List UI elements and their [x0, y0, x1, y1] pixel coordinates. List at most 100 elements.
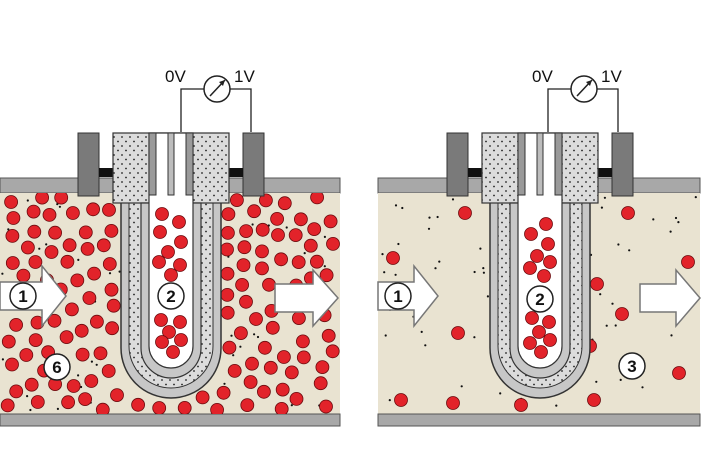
particle-inside	[543, 333, 557, 347]
particle	[323, 214, 338, 229]
dot	[303, 252, 306, 255]
dot	[38, 247, 41, 250]
particle	[307, 222, 322, 237]
dot	[383, 271, 386, 274]
particle	[78, 225, 93, 240]
callout-6: 6	[43, 353, 71, 381]
particle	[222, 340, 237, 355]
particle-inside	[166, 345, 180, 359]
particle	[48, 225, 62, 240]
particle-inside	[524, 227, 538, 241]
particle	[35, 193, 49, 205]
particle	[229, 193, 244, 208]
particle	[309, 254, 324, 269]
electrode-center	[167, 132, 175, 196]
particle	[195, 390, 210, 405]
particle	[0, 398, 15, 413]
particle	[275, 382, 290, 397]
particle	[386, 251, 400, 265]
callout-3: 3	[618, 352, 646, 380]
dot	[29, 408, 32, 412]
callout-2-text: 2	[535, 290, 544, 309]
callout-2: 2	[526, 285, 554, 313]
particle	[258, 193, 273, 208]
right-panel: 0V 1V 1 2 3	[377, 67, 701, 427]
particle	[265, 320, 280, 335]
dot	[384, 334, 387, 337]
dot	[617, 243, 620, 246]
dot	[434, 267, 437, 270]
particle	[590, 277, 604, 291]
voltage-label-low: 0V	[532, 67, 553, 86]
particle	[681, 255, 695, 269]
particle	[239, 224, 254, 239]
particle	[236, 258, 251, 273]
dot	[45, 243, 48, 246]
voltage-label-high: 1V	[601, 67, 622, 86]
particle	[86, 202, 100, 217]
channel-wall-bottom	[377, 413, 701, 427]
outflow-arrow	[274, 268, 340, 328]
dot	[58, 205, 62, 208]
dot	[394, 273, 397, 276]
particle	[243, 375, 258, 389]
particle	[5, 256, 20, 270]
particle	[152, 401, 167, 414]
electrode-left	[148, 132, 157, 196]
dot	[253, 333, 256, 336]
dot	[482, 267, 485, 270]
particle	[96, 238, 111, 253]
dot	[628, 249, 631, 252]
particle	[276, 350, 291, 364]
particle	[277, 196, 292, 211]
particle	[93, 346, 108, 361]
particles-inside	[152, 207, 188, 359]
particle	[514, 398, 528, 412]
dot	[285, 226, 288, 229]
dot	[479, 247, 482, 250]
particle	[458, 206, 472, 220]
particle	[220, 242, 234, 257]
particle	[263, 360, 278, 375]
dot	[256, 335, 260, 339]
particle-inside	[173, 258, 187, 272]
particle	[255, 222, 270, 237]
dot	[641, 386, 644, 389]
dot	[694, 196, 697, 199]
dot	[605, 324, 608, 327]
particle	[451, 326, 465, 340]
particle	[291, 255, 306, 270]
dot	[451, 198, 455, 201]
particle	[319, 399, 333, 414]
particle	[9, 317, 24, 332]
particle	[60, 254, 75, 269]
particle	[274, 402, 289, 414]
particle	[75, 347, 90, 362]
electrode-left	[517, 132, 526, 196]
particle-inside	[162, 325, 176, 339]
meter-needle-head	[586, 80, 592, 86]
electrode-right	[554, 132, 563, 196]
particle-inside	[152, 255, 166, 269]
dot	[323, 265, 326, 268]
particle	[82, 291, 97, 305]
particle	[270, 211, 285, 226]
dot	[1, 358, 4, 361]
callout-1: 1	[384, 282, 412, 310]
particle	[216, 385, 231, 400]
flange-left	[446, 132, 469, 197]
left-panel: 0V 1V 1 2 6	[0, 67, 341, 427]
dot	[323, 235, 326, 238]
dot	[438, 260, 441, 263]
particle-inside	[174, 235, 188, 249]
dot	[381, 253, 384, 256]
dot	[436, 215, 439, 219]
particles-inside	[523, 217, 557, 359]
electrode-right	[185, 132, 194, 196]
electrode-center	[536, 132, 544, 196]
meter-needle-head	[219, 80, 225, 86]
particle-inside	[161, 245, 175, 259]
dot	[239, 345, 242, 348]
